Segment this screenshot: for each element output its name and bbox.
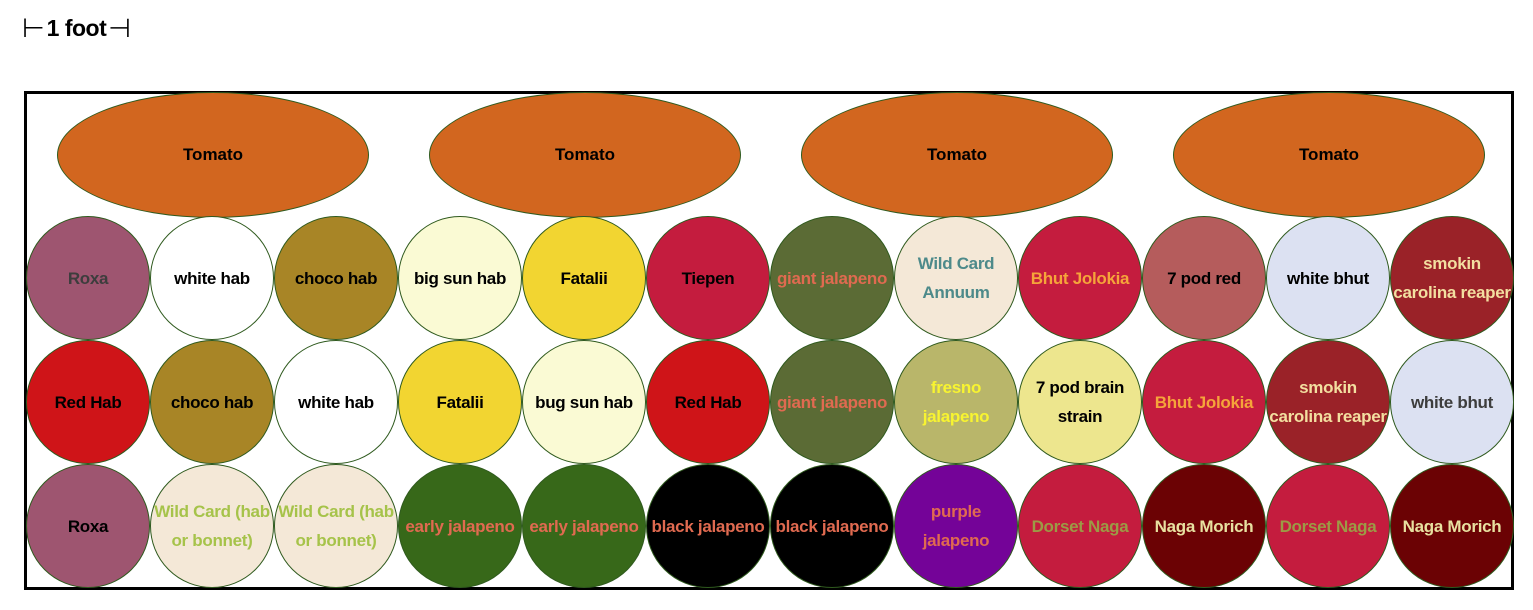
pepper-label: giant jalapeno: [776, 392, 888, 412]
pepper-plant: Tiepen: [646, 216, 770, 340]
pepper-plant: smokin carolina reaper: [1390, 216, 1514, 340]
pepper-label: Fatalii: [436, 392, 484, 412]
pepper-label: Wild Card Annuum: [917, 254, 995, 302]
pepper-label: Fatalii: [560, 268, 608, 288]
scale-right-mark: ⊣: [108, 13, 131, 43]
tomato-label: Tomato: [554, 145, 616, 164]
pepper-label: choco hab: [170, 392, 254, 412]
pepper-plant: white hab: [274, 340, 398, 464]
pepper-label: Dorset Naga: [1031, 516, 1129, 536]
pepper-label: Dorset Naga: [1279, 516, 1377, 536]
pepper-plant: Red Hab: [646, 340, 770, 464]
pepper-plant: white bhut: [1266, 216, 1390, 340]
tomato-plant: Tomato: [429, 92, 741, 218]
scale-label: 1 foot: [46, 14, 107, 41]
pepper-plant: Fatalii: [522, 216, 646, 340]
pepper-label: purple jalapeno: [922, 502, 990, 550]
pepper-label: smokin carolina reaper: [1393, 254, 1511, 302]
pepper-label: Tiepen: [681, 268, 735, 288]
pepper-plant: Dorset Naga: [1018, 464, 1142, 588]
pepper-label: white hab: [298, 392, 374, 412]
pepper-plant: Red Hab: [26, 340, 150, 464]
pepper-plant: 7 pod brain strain: [1018, 340, 1142, 464]
pepper-plant: fresno jalapeno: [894, 340, 1018, 464]
pepper-plant: Bhut Jolokia: [1142, 340, 1266, 464]
pepper-label: bug sun hab: [535, 392, 633, 412]
pepper-label: giant jalapeno: [776, 268, 888, 288]
pepper-plant: giant jalapeno: [770, 216, 894, 340]
pepper-plant: Wild Card (hab or bonnet): [274, 464, 398, 588]
pepper-label: Roxa: [67, 268, 109, 288]
pepper-label: Wild Card (hab or bonnet): [154, 502, 270, 550]
pepper-plant: Dorset Naga: [1266, 464, 1390, 588]
pepper-plant: big sun hab: [398, 216, 522, 340]
pepper-label: Red Hab: [54, 392, 122, 412]
pepper-label: Wild Card (hab or bonnet): [278, 502, 394, 550]
pepper-label: choco hab: [294, 268, 378, 288]
pepper-plant: Wild Card (hab or bonnet): [150, 464, 274, 588]
pepper-plant: choco hab: [150, 340, 274, 464]
pepper-label: Red Hab: [674, 392, 742, 412]
tomato-label: Tomato: [182, 145, 244, 164]
pepper-plant: Wild Card Annuum: [894, 216, 1018, 340]
pepper-label: Naga Morich: [1154, 516, 1254, 536]
tomato-label: Tomato: [1298, 145, 1360, 164]
pepper-label: black jalapeno: [651, 516, 765, 536]
pepper-label: early jalapeno: [529, 516, 639, 536]
scale-bar: ⊢ 1 foot ⊣: [22, 12, 131, 44]
pepper-plant: white bhut: [1390, 340, 1514, 464]
pepper-plant: black jalapeno: [770, 464, 894, 588]
pepper-label: Roxa: [67, 516, 109, 536]
pepper-plant: Bhut Jolokia: [1018, 216, 1142, 340]
pepper-plant: 7 pod red: [1142, 216, 1266, 340]
pepper-label: white hab: [174, 268, 250, 288]
pepper-label: white bhut: [1411, 392, 1493, 412]
tomato-plant: Tomato: [57, 92, 369, 218]
pepper-label: Bhut Jolokia: [1154, 392, 1254, 412]
pepper-plant: Fatalii: [398, 340, 522, 464]
pepper-label: Bhut Jolokia: [1030, 268, 1130, 288]
pepper-plant: giant jalapeno: [770, 340, 894, 464]
pepper-plant: Roxa: [26, 216, 150, 340]
pepper-plant: Roxa: [26, 464, 150, 588]
pepper-plant: purple jalapeno: [894, 464, 1018, 588]
pepper-plant: Naga Morich: [1390, 464, 1514, 588]
pepper-label: big sun hab: [413, 268, 507, 288]
pepper-label: fresno jalapeno: [922, 378, 990, 426]
pepper-label: 7 pod brain strain: [1035, 378, 1125, 426]
pepper-plant: choco hab: [274, 216, 398, 340]
pepper-label: 7 pod red: [1167, 268, 1241, 288]
pepper-plant: early jalapeno: [398, 464, 522, 588]
pepper-plant: bug sun hab: [522, 340, 646, 464]
pepper-plant: black jalapeno: [646, 464, 770, 588]
pepper-label: Naga Morich: [1402, 516, 1502, 536]
tomato-plant: Tomato: [801, 92, 1113, 218]
pepper-plant: early jalapeno: [522, 464, 646, 588]
pepper-label: black jalapeno: [775, 516, 889, 536]
pepper-label: smokin carolina reaper: [1269, 378, 1387, 426]
pepper-plant: smokin carolina reaper: [1266, 340, 1390, 464]
tomato-label: Tomato: [926, 145, 988, 164]
scale-left-mark: ⊢: [22, 13, 45, 43]
pepper-plant: Naga Morich: [1142, 464, 1266, 588]
pepper-plant: white hab: [150, 216, 274, 340]
tomato-plant: Tomato: [1173, 92, 1485, 218]
pepper-label: white bhut: [1287, 268, 1369, 288]
pepper-label: early jalapeno: [405, 516, 515, 536]
